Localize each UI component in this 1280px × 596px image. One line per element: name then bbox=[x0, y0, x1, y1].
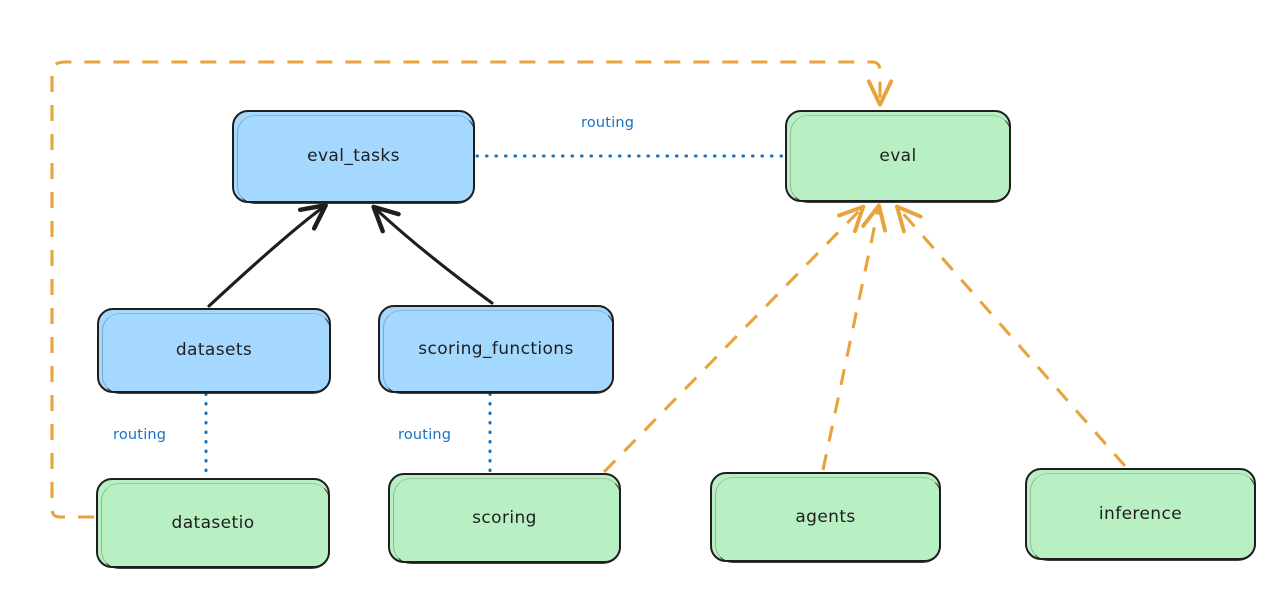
node-datasetio-label: datasetio bbox=[171, 512, 255, 533]
node-scoring-functions-label: scoring_functions bbox=[418, 338, 574, 359]
edge-datasets-to-eval-tasks bbox=[207, 203, 328, 308]
node-agents-label: agents bbox=[795, 506, 856, 527]
edge-inference-to-eval-dependency bbox=[894, 204, 1127, 468]
edge-scoring-to-eval-dependency bbox=[602, 204, 866, 474]
node-scoring[interactable]: scoring bbox=[388, 473, 621, 564]
node-datasets[interactable]: datasets bbox=[97, 308, 331, 394]
node-eval-tasks[interactable]: eval_tasks bbox=[232, 110, 475, 204]
node-agents[interactable]: agents bbox=[710, 472, 941, 563]
node-eval[interactable]: eval bbox=[785, 110, 1011, 203]
node-inference-label: inference bbox=[1098, 503, 1183, 524]
edge-label-routing-scoring-functions-scoring: routing bbox=[398, 427, 452, 443]
edge-agents-to-eval-dependency bbox=[821, 203, 888, 471]
node-inference[interactable]: inference bbox=[1025, 468, 1256, 561]
node-eval-label: eval bbox=[879, 145, 917, 166]
node-datasetio[interactable]: datasetio bbox=[96, 478, 330, 569]
edge-label-routing-datasets-datasetio: routing bbox=[113, 427, 167, 443]
edge-label-routing-eval-tasks-eval: routing bbox=[581, 115, 635, 131]
node-datasets-label: datasets bbox=[175, 340, 253, 361]
node-eval-tasks-label: eval_tasks bbox=[307, 146, 400, 167]
edge-scoring-functions-to-eval-tasks bbox=[371, 204, 494, 305]
edge-datasetio-to-eval-dependency bbox=[50, 60, 894, 519]
node-scoring-label: scoring bbox=[472, 507, 537, 528]
node-scoring-functions[interactable]: scoring_functions bbox=[378, 305, 614, 394]
